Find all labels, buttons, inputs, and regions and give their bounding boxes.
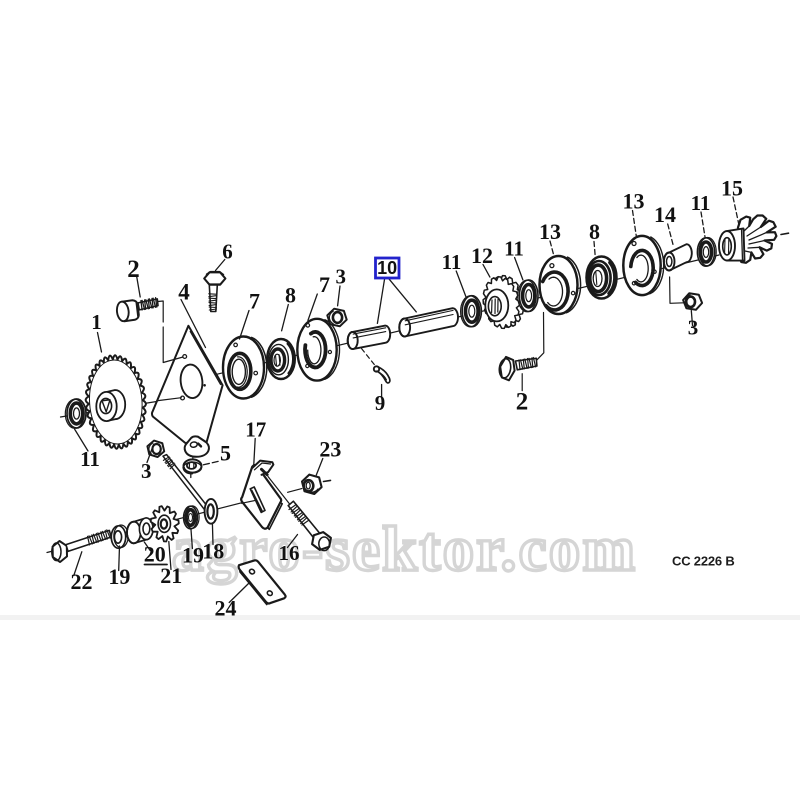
svg-text:1: 1: [91, 310, 102, 334]
svg-text:23: 23: [319, 437, 341, 462]
svg-text:11: 11: [504, 237, 524, 261]
svg-text:16: 16: [279, 541, 300, 565]
svg-text:3: 3: [336, 265, 347, 289]
svg-text:6: 6: [222, 240, 233, 264]
svg-text:22: 22: [71, 569, 93, 594]
svg-text:14: 14: [654, 202, 676, 227]
svg-text:15: 15: [721, 176, 743, 201]
svg-text:11: 11: [442, 250, 462, 274]
svg-text:9: 9: [375, 391, 386, 415]
svg-text:11: 11: [80, 447, 100, 471]
svg-text:21: 21: [160, 563, 182, 588]
svg-text:20: 20: [144, 542, 166, 567]
svg-text:12: 12: [471, 243, 493, 268]
svg-text:CC 2226 B: CC 2226 B: [672, 554, 735, 569]
svg-text:18: 18: [202, 539, 224, 564]
svg-text:13: 13: [623, 189, 645, 214]
svg-text:3: 3: [688, 316, 699, 340]
svg-text:10: 10: [377, 258, 397, 278]
svg-text:24: 24: [215, 596, 237, 621]
svg-text:11: 11: [691, 191, 711, 215]
svg-text:7: 7: [249, 289, 260, 314]
svg-text:19: 19: [108, 564, 130, 589]
svg-text:4: 4: [178, 280, 190, 305]
svg-text:19: 19: [182, 543, 204, 568]
svg-text:7: 7: [319, 272, 330, 297]
svg-text:2: 2: [127, 256, 140, 283]
svg-text:8: 8: [589, 219, 600, 244]
svg-text:13: 13: [539, 219, 561, 244]
svg-text:3: 3: [141, 459, 152, 483]
svg-text:2: 2: [516, 389, 529, 416]
svg-text:8: 8: [285, 283, 296, 308]
svg-text:5: 5: [220, 441, 231, 466]
svg-text:17: 17: [245, 418, 266, 442]
